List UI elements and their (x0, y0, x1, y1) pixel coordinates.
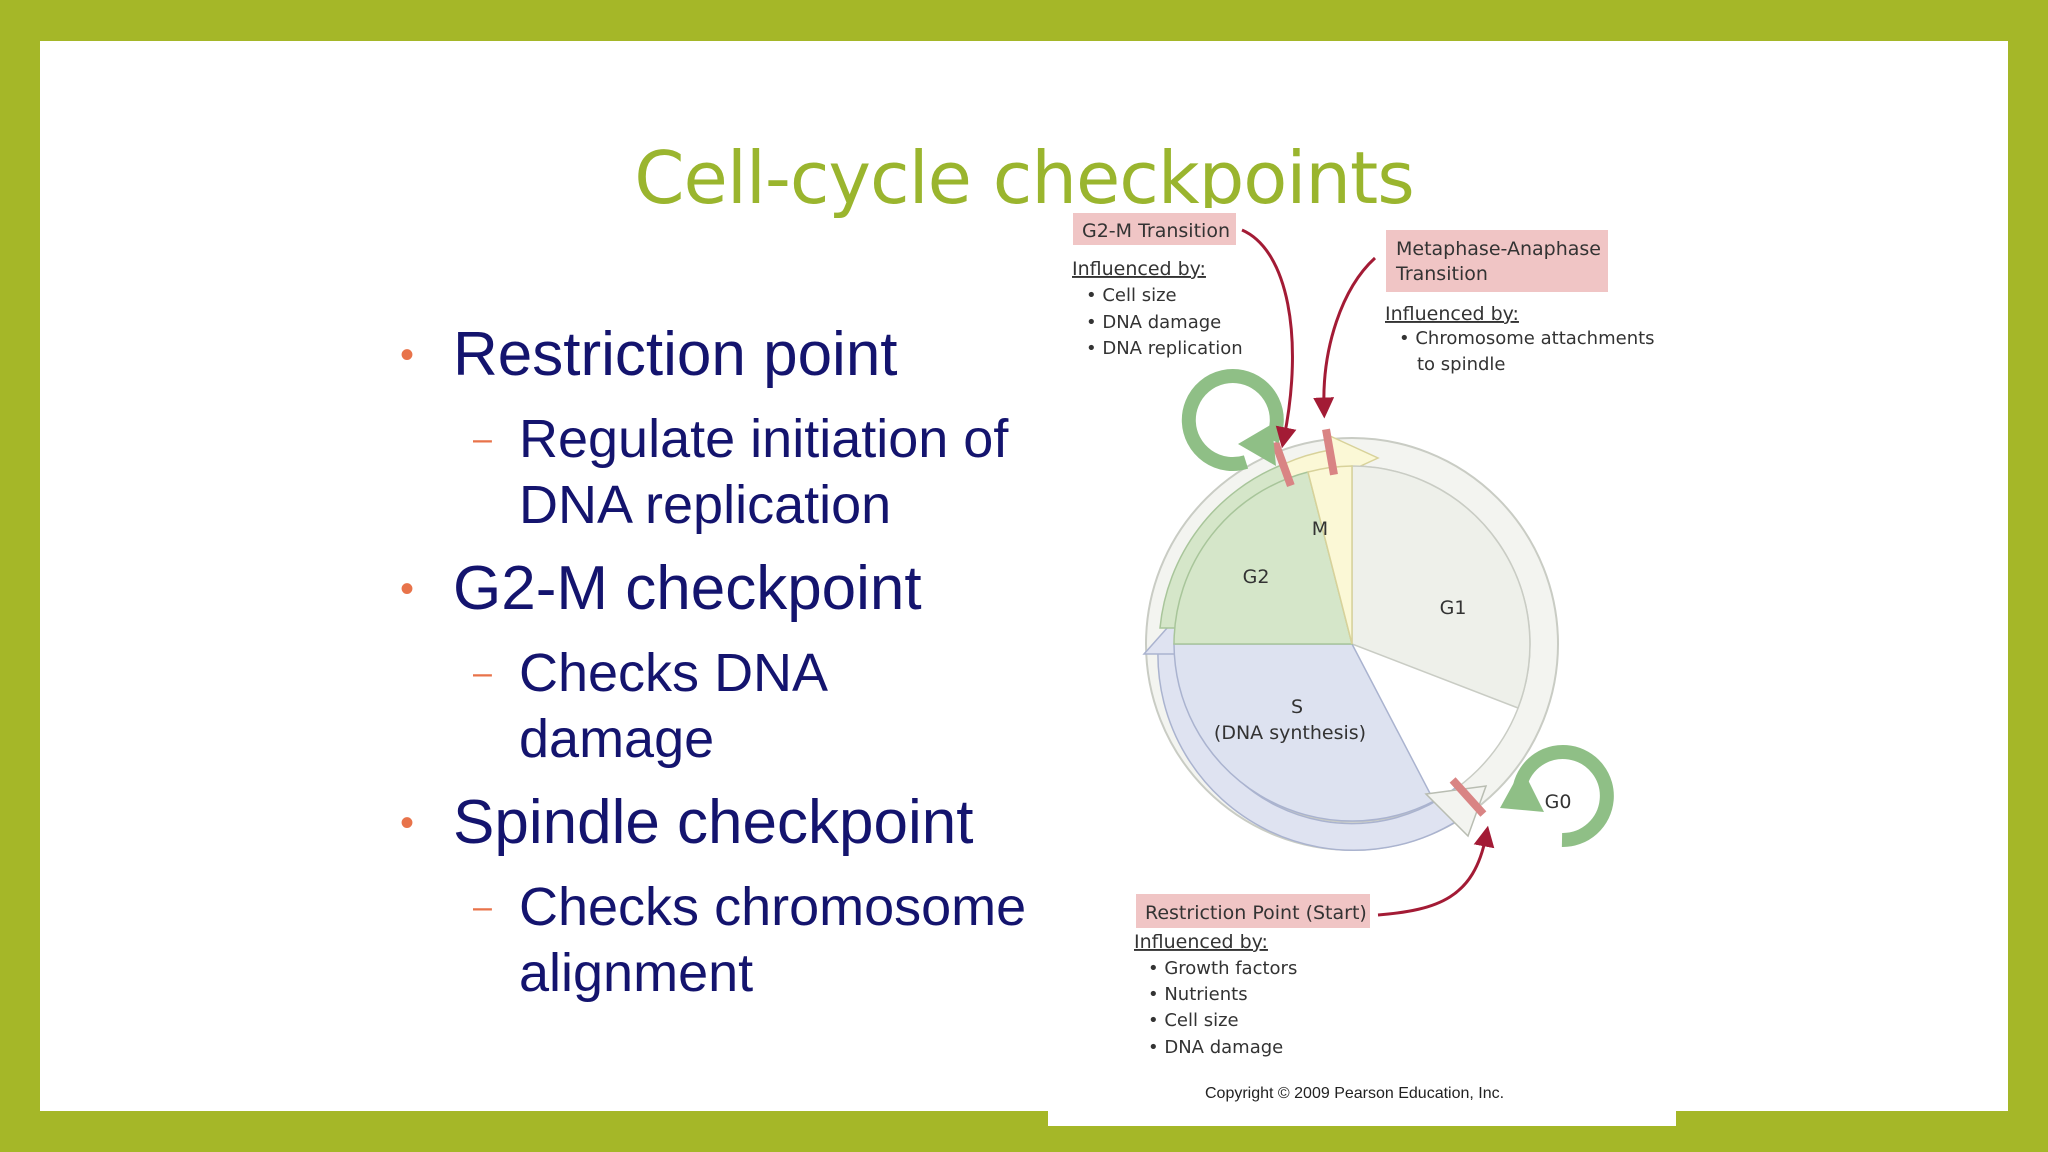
phase-g2-label: G2 (1243, 566, 1270, 588)
phase-g0-label: G0 (1545, 791, 1572, 813)
cell-cycle-figure: G2-M Transition Influenced by: • Cell si… (1048, 208, 1676, 1126)
restriction-item: • Cell size (1148, 1010, 1239, 1031)
restriction-item: • Nutrients (1148, 984, 1248, 1005)
meta-item: • Chromosome attachments (1399, 328, 1655, 349)
restriction-item: • DNA damage (1148, 1037, 1283, 1058)
g2m-transition-title: G2-M Transition (1082, 220, 1230, 242)
meta-influenced-by: Influenced by: (1385, 303, 1519, 325)
slide-title: Cell-cycle checkpoints (634, 136, 1414, 220)
phase-s-sub-label: (DNA synthesis) (1214, 722, 1366, 744)
bullet-list: •Restriction point –Regulate initiation … (400, 316, 1100, 1018)
bullet-dot-icon: • (400, 567, 415, 611)
dash-icon: – (473, 888, 492, 926)
metaphase-anaphase-title-2: Transition (1395, 263, 1488, 285)
dash-icon: – (473, 420, 492, 458)
bullet-restriction-point: •Restriction point (400, 316, 1100, 394)
bullet-dot-icon: • (400, 333, 415, 377)
phase-g1-label: G1 (1440, 597, 1467, 619)
bullet-spindle-checkpoint: •Spindle checkpoint (400, 784, 1100, 862)
phase-m-label: M (1312, 518, 1328, 540)
restriction-influenced-by: Influenced by: (1134, 931, 1268, 953)
g2m-item: • DNA damage (1086, 312, 1221, 333)
restriction-item: • Growth factors (1148, 958, 1297, 979)
g2m-influenced-by: Influenced by: (1072, 258, 1206, 280)
g2m-item: • Cell size (1086, 285, 1177, 306)
restriction-checkpoint-bar (1449, 777, 1487, 817)
g2m-transition-label-box (1073, 213, 1236, 245)
cell-cycle-diagram: G2-M Transition Influenced by: • Cell si… (1072, 213, 1655, 1102)
g2-loop-arrow (1181, 369, 1284, 471)
dash-icon: – (473, 654, 492, 692)
metaphase-anaphase-label-box (1386, 230, 1608, 292)
metaphase-checkpoint-bar (1322, 428, 1338, 476)
g2-sector (1173, 471, 1353, 645)
g2-loop-arrowhead (1238, 424, 1276, 466)
bullet-dot-icon: • (400, 801, 415, 845)
restriction-title: Restriction Point (Start) (1145, 902, 1367, 924)
g0-loop-arrowhead (1500, 768, 1544, 812)
g1-sector (1351, 465, 1531, 709)
g2m-item: • DNA replication (1086, 338, 1243, 359)
metaphase-anaphase-title: Metaphase-Anaphase (1396, 238, 1601, 260)
bullet-g2m-checkpoint: •G2-M checkpoint (400, 550, 1100, 628)
metaphase-pointer-arrow (1313, 256, 1377, 419)
phase-s-label: S (1291, 696, 1303, 718)
slide: Cell-cycle checkpoints •Restriction poin… (40, 41, 2008, 1111)
s-sector (1173, 643, 1436, 822)
g0-loop-arrow (1513, 745, 1614, 848)
g2m-checkpoint-bar (1271, 441, 1295, 487)
restriction-label-box (1136, 894, 1370, 928)
meta-item-cont: to spindle (1417, 354, 1506, 375)
copyright-text: Copyright © 2009 Pearson Education, Inc. (1205, 1085, 1504, 1102)
restriction-pointer-arrow (1377, 825, 1495, 917)
g2m-pointer-arrow (1241, 228, 1297, 449)
